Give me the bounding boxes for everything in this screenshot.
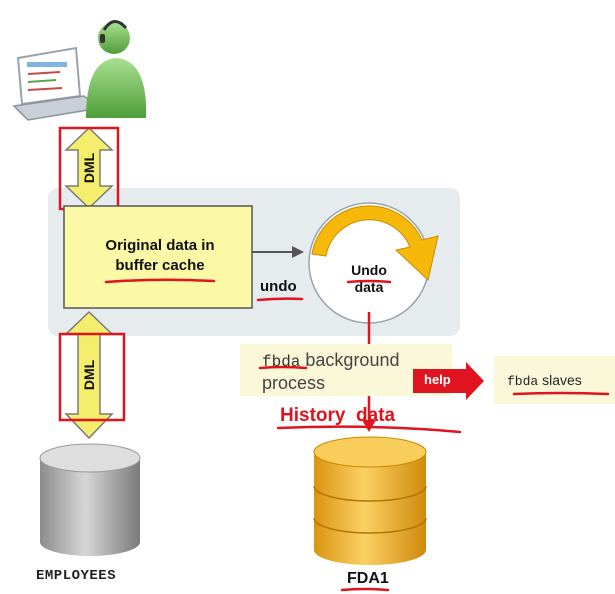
fbda-process-text1: background — [300, 350, 400, 370]
fbda-slaves-mono: fbda — [507, 374, 539, 389]
buffer-cache-text: Original data in buffer cache — [70, 236, 250, 276]
fbda-process-mono: fbda — [262, 353, 301, 371]
underline-buffer-cache — [104, 278, 216, 284]
buffer-cache-line2: buffer cache — [115, 257, 205, 274]
undo-data-label: Undo data — [336, 262, 402, 296]
buffer-cache-box — [63, 205, 253, 309]
buffer-cache-line1: Original data in — [105, 237, 215, 254]
undo-data-line1: Undo — [351, 262, 387, 278]
undo-data-line2: data — [354, 279, 384, 295]
underline-undo — [256, 297, 304, 302]
dml-bottom-label: DML — [81, 359, 97, 391]
employees-db-icon — [39, 443, 141, 556]
underline-fda1 — [340, 587, 390, 592]
fbda-slaves-label: fbda slaves — [507, 372, 582, 389]
fbda-process-text2: process — [262, 373, 326, 393]
underline-fbda — [258, 365, 308, 370]
user-laptop-icon — [12, 20, 147, 121]
employees-label: EMPLOYEES — [36, 568, 117, 584]
underline-fbda-slaves — [512, 391, 610, 396]
undo-arrow-head — [292, 246, 304, 258]
fda1-label: FDA1 — [347, 570, 389, 587]
underline-undo-data — [346, 279, 392, 284]
fbda-process-label: fbda background process — [262, 350, 399, 394]
undo-circular-arrow — [311, 205, 439, 281]
dml-top-label: DML — [81, 152, 97, 184]
fda1-db-icon — [313, 436, 427, 565]
dml-bottom-highlight — [58, 332, 126, 422]
help-label: help — [424, 372, 451, 387]
fbda-slaves-text: slaves — [538, 372, 582, 388]
fbda-slaves-band — [494, 356, 615, 404]
underline-history — [276, 425, 462, 434]
help-arrow — [413, 362, 484, 400]
undo-arrow-label: undo — [260, 278, 297, 295]
history-data-label: History data — [280, 405, 396, 426]
